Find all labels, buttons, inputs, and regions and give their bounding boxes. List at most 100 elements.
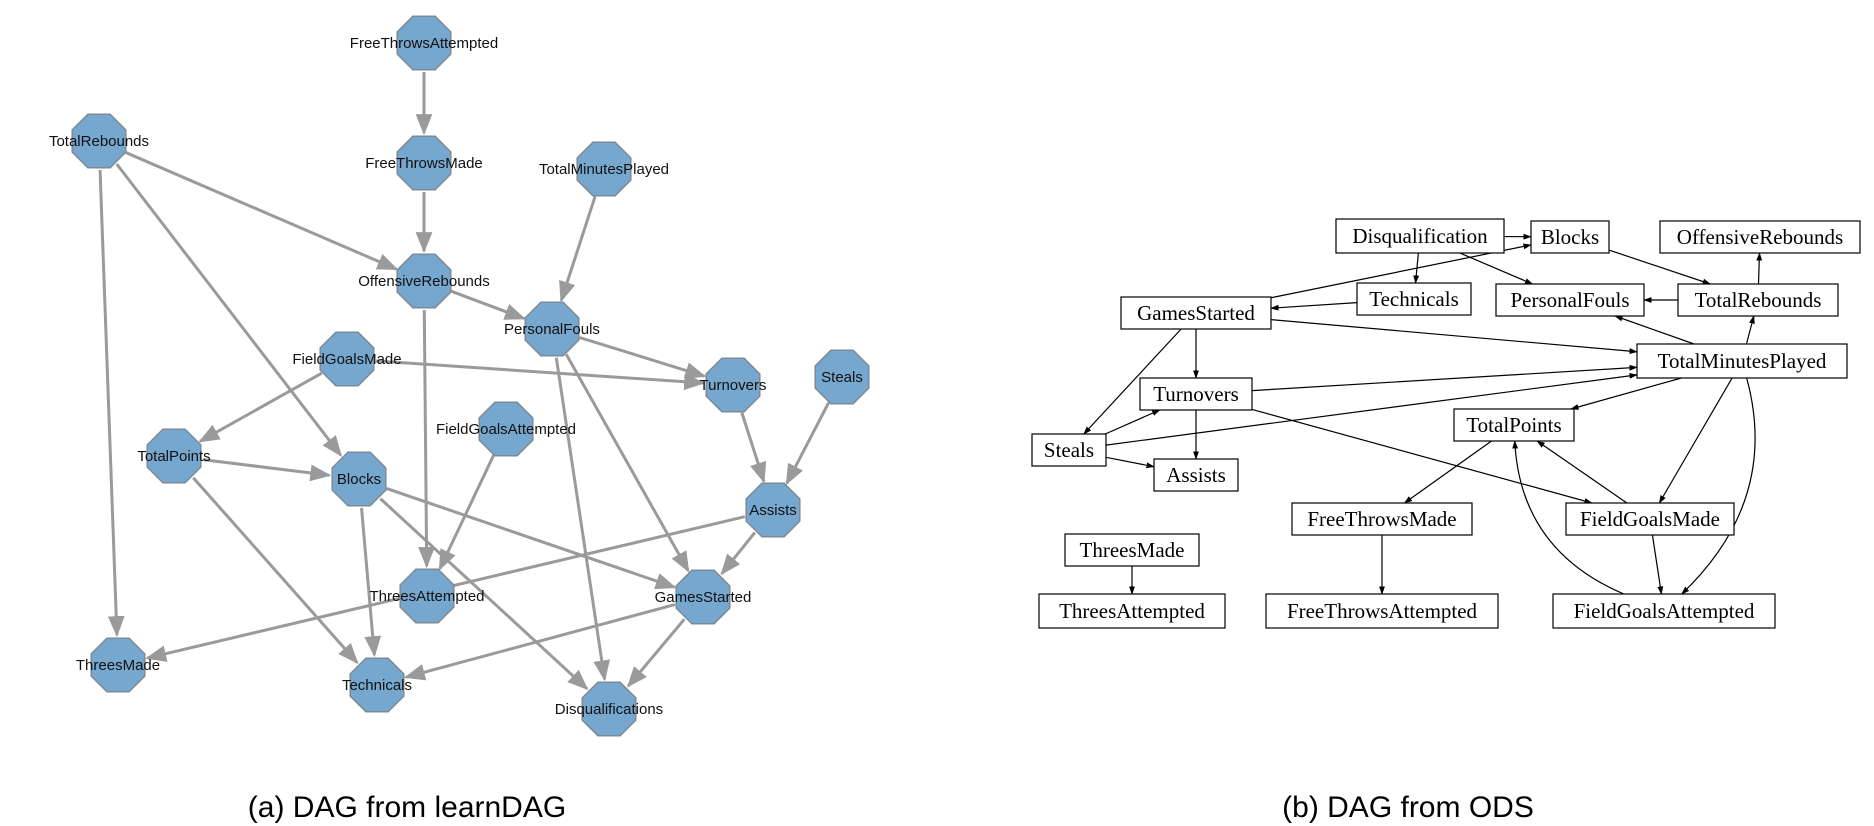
node-a-label: FreeThrowsMade xyxy=(365,155,483,172)
edge-a-total-points-to-blocks xyxy=(202,458,332,482)
node-b-threes-made: ThreesMade xyxy=(1064,533,1200,567)
node-b-label: TotalPoints xyxy=(1466,413,1561,437)
node-b-box xyxy=(1120,296,1272,330)
node-b-disqualification: Disqualification xyxy=(1335,218,1505,254)
edge-a-blocks-to-disqualifications xyxy=(379,497,589,691)
node-a-steals: Steals xyxy=(814,349,870,405)
edge-b-steals-to-total-minutes-played xyxy=(1105,372,1638,446)
node-b-box xyxy=(1356,282,1472,316)
node-a-turnovers: Turnovers xyxy=(700,357,767,413)
node-b-box xyxy=(1153,458,1239,492)
node-b-box xyxy=(1265,593,1499,629)
node-a-label: Turnovers xyxy=(700,377,767,394)
node-a-shape xyxy=(319,331,375,387)
node-a-technicals: Technicals xyxy=(342,657,412,713)
edge-b-blocks-to-total-rebounds xyxy=(1608,249,1712,285)
edge-a-offensive-rebounds-to-threes-attempted xyxy=(418,309,435,569)
edge-b-total-minutes-played-to-field-goals-made xyxy=(1658,377,1733,504)
node-b-label: TotalMinutesPlayed xyxy=(1658,349,1827,373)
node-b-label: FreeThrowsAttempted xyxy=(1287,599,1478,623)
dag-a-edges xyxy=(98,72,830,691)
node-a-shape xyxy=(71,113,127,169)
node-b-label: ThreesMade xyxy=(1080,538,1185,562)
node-b-box xyxy=(1291,502,1473,536)
node-a-label: FieldGoalsAttempted xyxy=(436,421,576,438)
node-b-box xyxy=(1038,593,1226,629)
node-b-label: Disqualification xyxy=(1352,224,1488,248)
node-b-turnovers: Turnovers xyxy=(1139,377,1253,411)
node-a-label: FieldGoalsMade xyxy=(292,351,401,368)
node-b-field-goals-made: FieldGoalsMade xyxy=(1565,502,1735,536)
node-b-blocks: Blocks xyxy=(1530,220,1610,254)
edge-b-total-minutes-played-to-total-points xyxy=(1570,377,1682,410)
node-a-label: FreeThrowsAttempted xyxy=(350,35,498,52)
node-a-label: GamesStarted xyxy=(655,589,752,606)
edge-b-technicals-to-games-started xyxy=(1270,302,1358,311)
edge-b-total-minutes-played-to-total-rebounds xyxy=(1745,315,1755,345)
node-a-shape xyxy=(399,568,455,624)
node-b-technicals: Technicals xyxy=(1356,282,1472,316)
edge-b-total-points-to-free-throws-made xyxy=(1403,440,1492,504)
node-a-shape xyxy=(814,349,870,405)
node-b-box xyxy=(1335,218,1505,254)
dag-b-nodes: Disqualification Blocks OffensiveReboundsT… xyxy=(1031,218,1861,629)
edge-b-turnovers-to-total-minutes-played xyxy=(1251,364,1638,392)
node-b-box xyxy=(1565,502,1735,536)
node-b-total-points: TotalPoints xyxy=(1453,408,1575,442)
dag-ods: Disqualification Blocks OffensiveReboundsT… xyxy=(1031,218,1861,629)
node-b-offensive-rebounds: OffensiveRebounds xyxy=(1659,220,1861,254)
node-a-total-rebounds: TotalRebounds xyxy=(49,113,149,169)
node-a-shape xyxy=(675,569,731,625)
edge-a-blocks-to-technicals xyxy=(360,507,382,658)
caption-right: (b) DAG from ODS xyxy=(1282,791,1534,824)
node-a-shape xyxy=(745,482,801,538)
node-b-box xyxy=(1677,283,1839,317)
edge-a-games-started-to-disqualifications xyxy=(626,618,686,688)
node-b-free-throws-made: FreeThrowsMade xyxy=(1291,502,1473,536)
node-b-box xyxy=(1530,220,1610,254)
node-a-disqualifications: Disqualifications xyxy=(555,681,663,737)
node-b-box xyxy=(1139,377,1253,411)
node-b-free-throws-attempted: FreeThrowsAttempted xyxy=(1265,593,1499,629)
node-a-threes-made: ThreesMade xyxy=(76,637,160,693)
node-b-label: ThreesAttempted xyxy=(1059,599,1205,623)
node-b-box xyxy=(1636,343,1848,379)
node-a-label: ThreesAttempted xyxy=(369,588,484,605)
node-b-box xyxy=(1495,283,1645,317)
node-b-total-minutes-played: TotalMinutesPlayed xyxy=(1636,343,1848,379)
node-a-label: TotalRebounds xyxy=(49,133,149,150)
node-b-total-rebounds: TotalRebounds xyxy=(1677,283,1839,317)
node-a-shape xyxy=(396,15,452,71)
node-a-label: TotalMinutesPlayed xyxy=(539,161,669,178)
node-b-games-started: GamesStarted xyxy=(1120,296,1272,330)
node-a-shape xyxy=(146,428,202,484)
node-b-label: Turnovers xyxy=(1153,382,1239,406)
edge-b-steals-to-turnovers xyxy=(1105,409,1161,435)
edge-a-total-rebounds-to-blocks xyxy=(115,163,342,457)
node-b-field-goals-attempted: FieldGoalsAttempted xyxy=(1552,593,1776,629)
edge-a-steals-to-assists xyxy=(785,402,830,486)
node-b-label: GamesStarted xyxy=(1137,301,1255,325)
node-b-label: Blocks xyxy=(1541,225,1599,249)
node-b-label: TotalRebounds xyxy=(1695,288,1822,312)
node-b-label: FieldGoalsAttempted xyxy=(1574,599,1755,623)
node-a-label: Technicals xyxy=(342,677,412,694)
node-b-box xyxy=(1031,433,1107,467)
edge-a-games-started-to-technicals xyxy=(403,603,676,681)
node-b-label: Assists xyxy=(1166,463,1226,487)
edge-a-personal-fouls-to-turnovers xyxy=(579,336,707,379)
node-a-shape xyxy=(576,141,632,197)
node-a-label: Blocks xyxy=(337,471,381,488)
node-a-total-points: TotalPoints xyxy=(137,428,211,484)
node-a-threes-attempted: ThreesAttempted xyxy=(369,568,485,624)
node-b-assists: Assists xyxy=(1153,458,1239,492)
edge-a-blocks-to-games-started xyxy=(385,486,677,590)
edge-b-field-goals-made-to-total-points xyxy=(1536,440,1628,504)
node-a-label: PersonalFouls xyxy=(504,321,600,338)
node-b-box xyxy=(1453,408,1575,442)
edge-a-offensive-rebounds-to-personal-fouls xyxy=(450,289,526,320)
edge-a-field-goals-attempted-to-threes-attempted xyxy=(438,454,495,571)
edge-b-games-started-to-blocks xyxy=(1270,243,1532,299)
